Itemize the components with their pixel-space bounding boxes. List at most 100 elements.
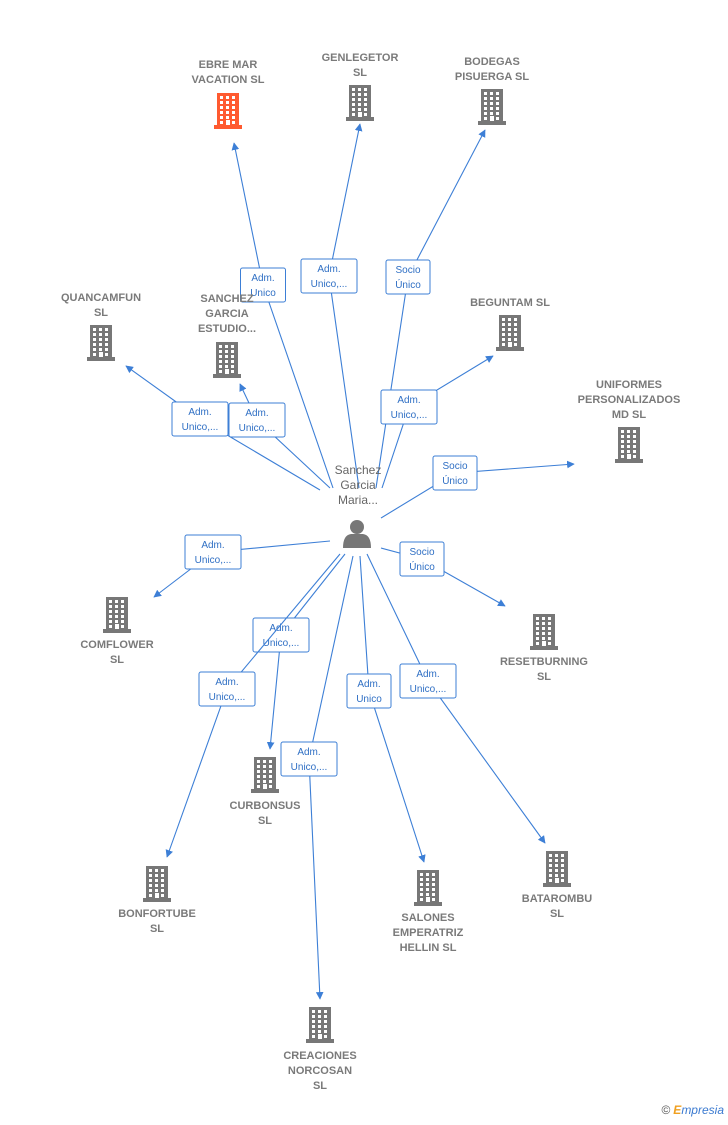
- edge-label-text: Socio: [409, 547, 434, 558]
- edge-sanchez: Adm.Unico,...: [228, 383, 331, 489]
- edge-role-label[interactable]: Adm.Unico: [240, 267, 286, 303]
- edge-role-label[interactable]: Adm. Unico,...: [380, 389, 438, 425]
- company-node-ebre[interactable]: EBRE MAR VACATION SL: [192, 59, 265, 129]
- company-name-line: GARCIA: [205, 308, 248, 320]
- edge-line: [308, 555, 354, 1000]
- company-name-line: VACATION SL: [192, 74, 265, 86]
- company-name-line: HELLIN SL: [400, 942, 457, 954]
- company-name-line: SL: [550, 908, 564, 920]
- edge-label-text: Socio: [395, 265, 420, 276]
- company-name-line: COMFLOWER: [80, 639, 153, 651]
- edge-role-label[interactable]: Adm.Unico,...: [171, 401, 229, 437]
- company-name-line: BONFORTUBE: [118, 908, 196, 920]
- edge-curbonsus: Adm.Unico,...: [252, 553, 346, 750]
- company-name-line: SL: [353, 67, 367, 79]
- company-name-line: RESETBURNING: [500, 656, 588, 668]
- edge-label-text: Único: [395, 278, 421, 291]
- edge-comflower: Adm.Unico,...: [153, 534, 331, 598]
- edge-label-text: Adm.: [201, 540, 224, 551]
- edge-label-box: [280, 741, 338, 777]
- edge-label-text: Adm.: [317, 264, 340, 275]
- edge-label-text: Unico,...: [239, 423, 276, 434]
- edge-label-text: Adm.: [397, 395, 420, 406]
- edge-label-box: [252, 617, 310, 653]
- edge-role-label[interactable]: Adm.Unico,...: [280, 741, 338, 777]
- company-name-line: SL: [313, 1080, 327, 1092]
- edge-role-label[interactable]: Adm. Unico,...: [198, 671, 256, 707]
- edge-label-text: Unico,...: [263, 638, 300, 649]
- building-icon: [306, 1007, 334, 1043]
- company-name-line: MD SL: [612, 409, 647, 421]
- edge-line: [375, 129, 486, 489]
- person-name-line: Maria...: [338, 493, 378, 507]
- edge-quancamfun: Adm.Unico,...: [125, 365, 321, 491]
- company-name-line: SL: [150, 923, 164, 935]
- edge-role-label[interactable]: Adm. Unico: [346, 673, 392, 709]
- edge-role-label[interactable]: Adm.Unico,...: [252, 617, 310, 653]
- edge-label-box: [300, 258, 358, 294]
- edge-label-box: [399, 663, 457, 699]
- edge-label-text: Único: [409, 560, 435, 573]
- edge-label-box: [184, 534, 242, 570]
- building-icon: [103, 597, 131, 633]
- edge-label-box: [198, 671, 256, 707]
- building-icon: [530, 614, 558, 650]
- edge-label-box: [228, 402, 286, 438]
- company-name-line: UNIFORMES: [596, 379, 662, 391]
- nodes-layer: EBRE MAR VACATION SL GENLEGETOR SL BODEGAS PI…: [61, 52, 680, 1092]
- edge-label-box: [240, 267, 286, 303]
- company-node-bodegas[interactable]: BODEGAS PISUERGA SL: [455, 56, 529, 125]
- company-name-line: CREACIONES: [283, 1050, 356, 1062]
- building-icon: [615, 427, 643, 463]
- edge-label-text: Adm.: [357, 679, 380, 690]
- company-name-line: BATAROMBU: [522, 893, 593, 905]
- edge-role-label[interactable]: Adm.Unico,...: [184, 534, 242, 570]
- person-node[interactable]: SanchezGarciaMaria...: [335, 463, 382, 548]
- company-name-line: SL: [110, 654, 124, 666]
- edge-label-text: Adm.: [297, 747, 320, 758]
- edge-genlegetor: Adm.Unico,...: [300, 123, 363, 489]
- copyright-symbol: ©: [661, 1103, 671, 1117]
- company-node-comflower[interactable]: COMFLOWER SL: [80, 597, 154, 666]
- company-name-line: GENLEGETOR: [322, 52, 399, 64]
- company-node-beguntam[interactable]: BEGUNTAM SL: [470, 297, 550, 351]
- edge-label-text: Unico,...: [391, 410, 428, 421]
- company-node-bonfortube[interactable]: BONFORTUBE SL: [118, 866, 196, 935]
- edge-role-label[interactable]: Adm.Unico,...: [300, 258, 358, 294]
- company-name-line: PISUERGA SL: [455, 71, 529, 83]
- company-name-line: EBRE MAR: [199, 59, 258, 71]
- edge-label-text: Unico,...: [209, 692, 246, 703]
- edge-label-text: Único: [442, 474, 468, 487]
- person-icon: [343, 520, 371, 548]
- company-name-line: SL: [94, 307, 108, 319]
- company-node-quancamfun[interactable]: QUANCAMFUN SL: [61, 292, 141, 361]
- edge-label-text: Adm.: [215, 677, 238, 688]
- edge-label-box: [385, 259, 431, 295]
- edge-role-label[interactable]: Adm.Unico,...: [228, 402, 286, 438]
- building-icon: [213, 342, 241, 378]
- edge-label-box: [399, 541, 445, 577]
- company-node-genlegetor[interactable]: GENLEGETOR SL: [322, 52, 399, 121]
- edge-line: [366, 553, 546, 844]
- company-name-line: BODEGAS: [464, 56, 520, 68]
- company-name-line: QUANCAMFUN: [61, 292, 141, 304]
- company-name-line: EMPERATRIZ: [393, 927, 464, 939]
- edge-role-label[interactable]: Adm.Unico,...: [399, 663, 457, 699]
- company-name-line: CURBONSUS: [230, 800, 301, 812]
- edge-label-text: Unico: [356, 694, 382, 705]
- brand-logo: Empresia: [673, 1103, 724, 1117]
- building-icon: [478, 89, 506, 125]
- company-node-batarombu[interactable]: BATAROMBU SL: [522, 851, 593, 920]
- edge-label-text: Unico,...: [182, 422, 219, 433]
- company-node-sanchez[interactable]: SANCHEZGARCIAESTUDIO...: [198, 293, 256, 378]
